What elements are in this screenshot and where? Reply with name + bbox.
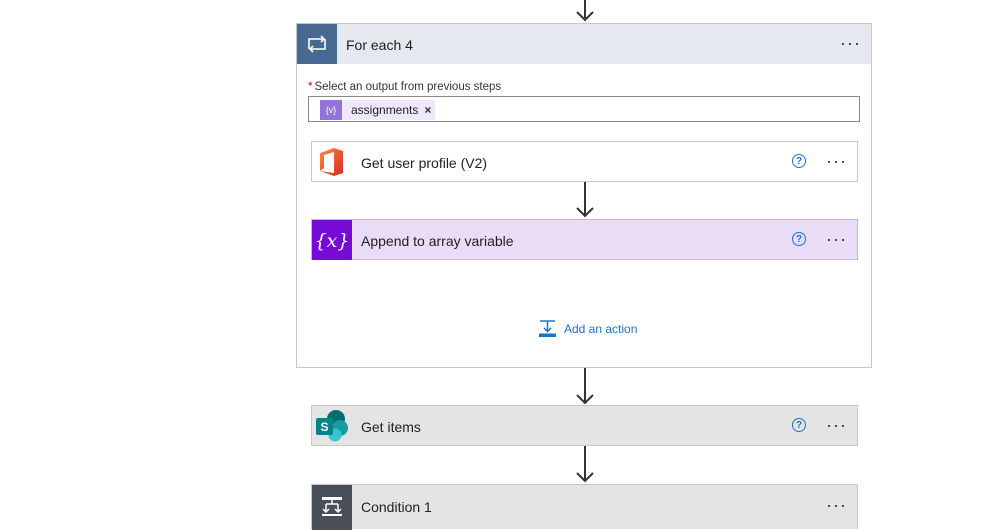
help-icon[interactable]: ? bbox=[792, 418, 806, 432]
connector-1-arrowhead bbox=[576, 207, 594, 218]
step-get-items[interactable]: S Get items ? ··· bbox=[311, 405, 858, 446]
action-more-button[interactable]: ··· bbox=[826, 229, 847, 249]
connector-3-arrowhead bbox=[576, 472, 594, 483]
office-icon bbox=[312, 142, 352, 182]
add-action-button[interactable]: Add an action bbox=[538, 319, 637, 338]
token-remove-button[interactable]: × bbox=[424, 103, 432, 117]
foreach-more-button[interactable]: ··· bbox=[840, 33, 861, 53]
step-title-get-items: Get items bbox=[361, 419, 421, 435]
sharepoint-icon: S bbox=[312, 406, 352, 446]
variable-icon-glyph: {x} bbox=[315, 230, 350, 252]
add-action-label: Add an action bbox=[564, 321, 638, 336]
foreach-title: For each 4 bbox=[346, 37, 413, 53]
connector-top-arrowhead bbox=[576, 11, 594, 22]
connector-2-arrowhead bbox=[576, 394, 594, 405]
field-label-text: Select an output from previous steps bbox=[314, 81, 502, 93]
connector-top bbox=[584, 0, 586, 18]
action-title-append: Append to array variable bbox=[361, 233, 514, 249]
help-icon[interactable]: ? bbox=[792, 232, 806, 246]
sharepoint-icon-letter: S bbox=[320, 420, 328, 434]
condition-icon bbox=[312, 485, 352, 530]
foreach-header[interactable]: For each 4 ··· bbox=[297, 24, 871, 64]
step-more-button[interactable]: ··· bbox=[826, 415, 847, 435]
field-label: *Select an output from previous steps bbox=[308, 81, 501, 93]
variable-icon: {x} bbox=[312, 220, 352, 260]
action-append-to-array[interactable]: {x} Append to array variable ? ··· bbox=[311, 219, 858, 260]
action-get-user-profile[interactable]: Get user profile (V2) ? ··· bbox=[311, 141, 858, 182]
connector-3 bbox=[584, 446, 586, 480]
step-condition[interactable]: Condition 1 ··· bbox=[311, 484, 858, 530]
token-label: assignments bbox=[351, 103, 419, 117]
connector-2 bbox=[584, 368, 586, 402]
assignments-token[interactable]: {v} assignments × bbox=[320, 100, 436, 120]
loop-icon bbox=[297, 24, 337, 64]
connector-1 bbox=[584, 182, 586, 216]
action-title-get-user-profile: Get user profile (V2) bbox=[361, 155, 488, 171]
step-title-condition: Condition 1 bbox=[361, 499, 432, 515]
step-more-button[interactable]: ··· bbox=[826, 495, 847, 515]
variable-token-icon: {v} bbox=[320, 100, 342, 120]
required-marker: * bbox=[308, 81, 313, 93]
output-selector-input[interactable]: {v} assignments × bbox=[308, 96, 860, 122]
add-action-icon bbox=[539, 320, 556, 337]
help-icon[interactable]: ? bbox=[792, 154, 806, 168]
action-more-button[interactable]: ··· bbox=[826, 151, 847, 171]
